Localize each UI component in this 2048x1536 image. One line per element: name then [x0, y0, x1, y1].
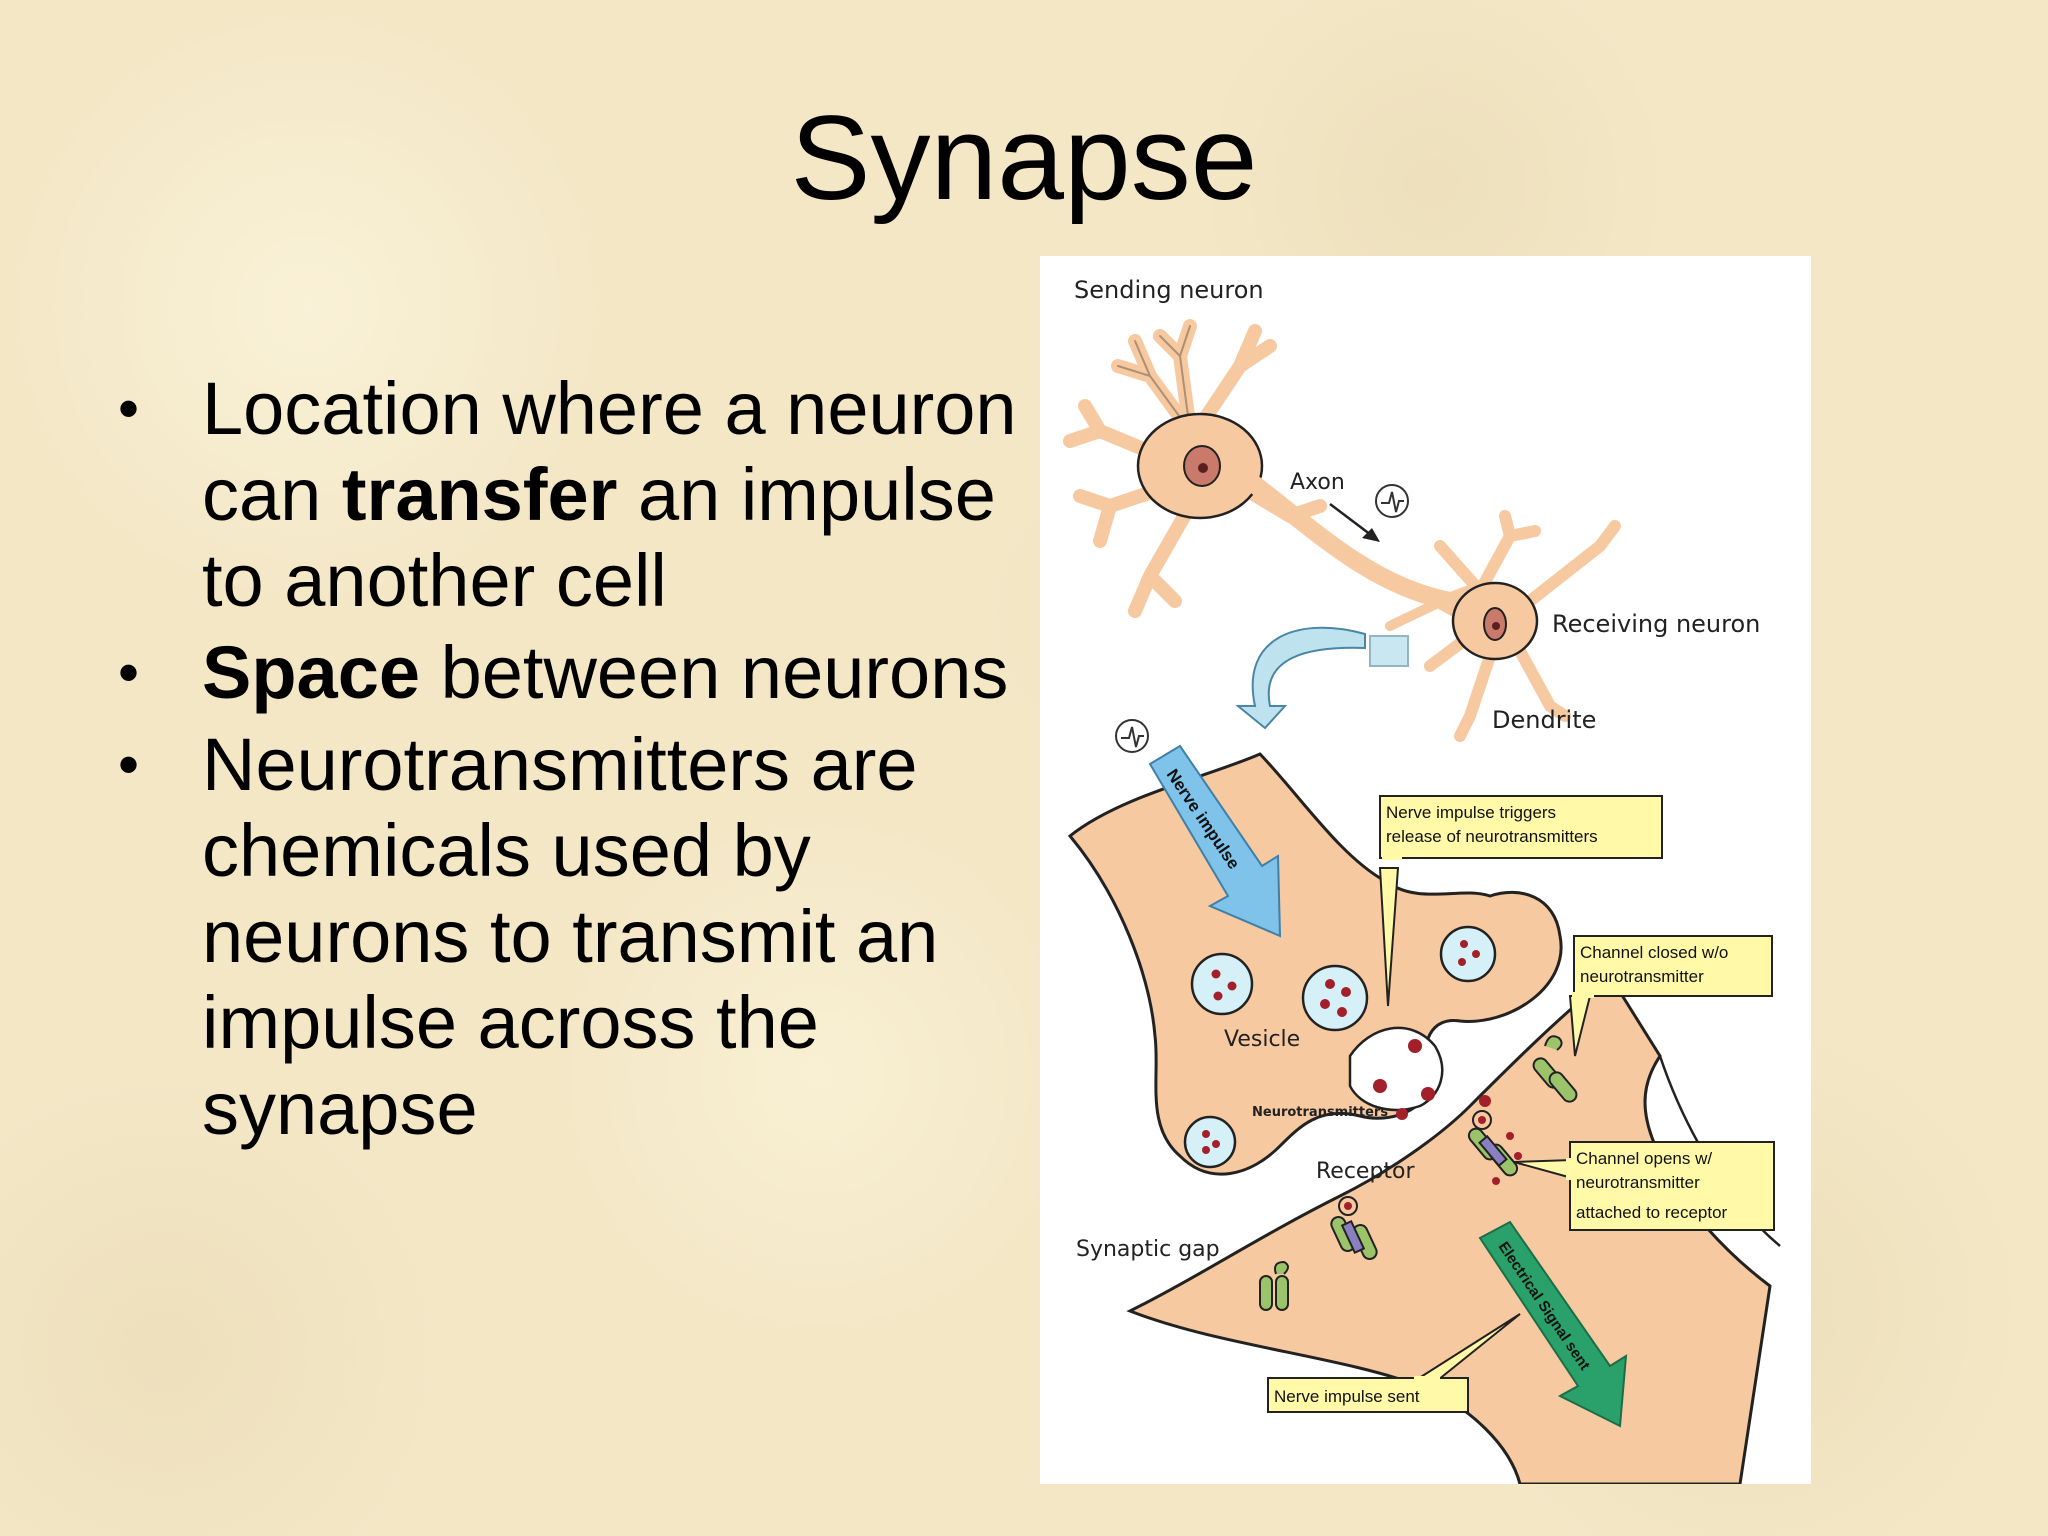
callout-closed-line1: Channel closed w/o	[1580, 943, 1728, 962]
label-vesicle: Vesicle	[1224, 1027, 1300, 1052]
vesicle	[1183, 1115, 1237, 1169]
bullet-bold-text: Space	[202, 631, 421, 714]
label-axon: Axon	[1290, 470, 1345, 495]
callout-opens-line2: neurotransmitter	[1576, 1173, 1700, 1192]
callout-opens-line1: Channel opens w/	[1576, 1149, 1712, 1168]
receptor-channel	[1532, 1035, 1578, 1103]
axon-pointer-head	[1362, 528, 1380, 542]
sending-nucleolus	[1198, 463, 1208, 473]
label-receptor: Receptor	[1316, 1159, 1416, 1184]
label-dendrite: Dendrite	[1492, 706, 1596, 734]
axon-pointer	[1329, 503, 1376, 539]
receptor-channel	[1330, 1196, 1378, 1260]
bullet-bold-text: transfer	[341, 453, 618, 536]
vesicle	[1301, 964, 1369, 1032]
callout-channel-opens: Channel opens w/ neurotransmitter attach…	[1513, 1141, 1775, 1231]
bullet-dot: •	[118, 375, 140, 442]
impulse-symbol-icon	[1115, 719, 1149, 753]
callout-triggers: Nerve impulse triggers release of neurot…	[1378, 795, 1663, 1007]
callout-impulse-sent: Nerve impulse sent	[1267, 1313, 1521, 1413]
label-sending-neuron: Sending neuron	[1074, 276, 1264, 304]
bullet-text: Neurotransmitters are chemicals used by …	[202, 723, 939, 1150]
bullet-dot: •	[118, 731, 140, 798]
callout-triggers-line2: release of neurotransmitters	[1386, 827, 1598, 846]
bullet-dot: •	[118, 639, 140, 706]
label-neurotransmitters: Neurotransmitters	[1252, 1105, 1388, 1120]
bullet-list: • Location where a neuron can transfer a…	[118, 366, 1018, 1158]
callout-opens-line3: attached to receptor	[1576, 1203, 1728, 1222]
label-synaptic-gap: Synaptic gap	[1076, 1237, 1220, 1262]
callout-triggers-line1: Nerve impulse triggers	[1386, 803, 1556, 822]
callout-sent-text: Nerve impulse sent	[1274, 1387, 1420, 1406]
sending-neuron	[1063, 319, 1485, 631]
callout-channel-closed: Channel closed w/o neurotransmitter	[1568, 935, 1773, 1057]
synapse-diagram-svg: Sending neuron Axon Receiving neuron Den…	[1063, 276, 1781, 1484]
bullet-text: between neurons	[420, 631, 1009, 714]
zoom-region-box	[1369, 635, 1409, 667]
zoom-arrow	[1235, 626, 1366, 730]
impulse-symbol-icon	[1375, 484, 1409, 518]
bullet-item: • Location where a neuron can transfer a…	[118, 366, 1018, 624]
bullet-item: • Space between neurons	[118, 630, 1018, 716]
callout-closed-line2: neurotransmitter	[1580, 967, 1704, 986]
bullet-text: an impulse to another cell	[202, 453, 996, 622]
synapse-diagram: Sending neuron Axon Receiving neuron Den…	[1040, 256, 1811, 1484]
bullet-item: • Neurotransmitters are chemicals used b…	[118, 722, 1018, 1152]
slide-title: Synapse	[790, 91, 1258, 225]
bullet-text: Location where a neuron can	[202, 367, 1017, 536]
receptor-channel	[1467, 1110, 1519, 1177]
label-receiving-neuron: Receiving neuron	[1552, 610, 1760, 638]
vesicle	[1439, 925, 1497, 983]
receptor-channel	[1259, 1260, 1289, 1311]
neurotransmitter-molecules	[1373, 1039, 1522, 1185]
vesicle	[1190, 952, 1254, 1016]
receiving-nucleolus	[1492, 622, 1500, 630]
